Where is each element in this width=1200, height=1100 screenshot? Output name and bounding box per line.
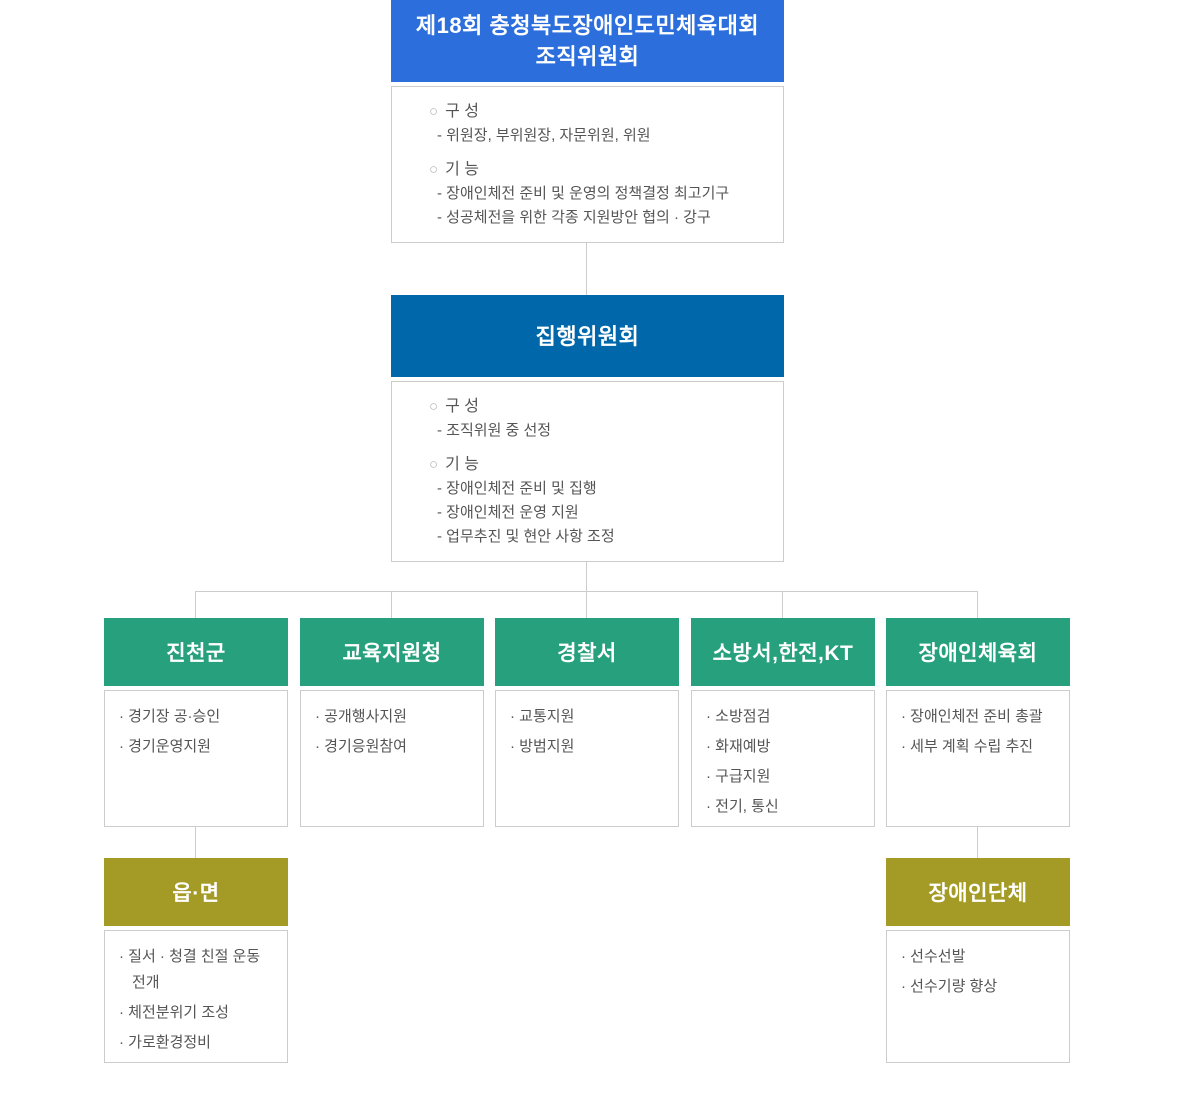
connector-branch5-to-sub [977,827,978,858]
branch-header-education-office: 교육지원청 [300,618,484,686]
section-heading-label: 기 능 [445,456,479,473]
branch-details-police-station: · 교통지원 · 방범지원 [495,690,679,827]
connector-exec-down [586,562,587,591]
section-item: - 장애인체전 운영 지원 [437,504,579,521]
composition-section: ○ 구 성 - 위원장, 부위원장, 자문위원, 위원 [392,100,783,148]
sub-branch-item: · 선수기량 향상 [901,978,998,995]
circle-bullet-icon: ○ [429,161,439,178]
function-section: ○ 기 능 - 장애인체전 준비 및 운영의 정책결정 최고기구 - 성공체전을 … [392,158,783,230]
org-committee-details: ○ 구 성 - 위원장, 부위원장, 자문위원, 위원 ○ 기 능 - 장애인체전 … [391,86,784,243]
sub-branch-details-eup-myeon: · 질서 · 청결 친절 운동 전개 · 체전분위기 조성 · 가로환경정비 [104,930,288,1063]
section-heading-label: 기 능 [445,161,479,178]
section-heading: ○ 구 성 [392,100,783,124]
sub-branch-details-disabled-organizations: · 선수선발 · 선수기량 향상 [886,930,1070,1063]
branch-item: · 교통지원 [510,708,575,725]
branch-item: · 세부 계획 수립 추진 [901,738,1034,755]
branch-item: · 장애인체전 준비 총괄 [901,708,1043,725]
org-committee-title-line2: 조직위원회 [535,44,640,69]
branch-title: 교육지원청 [342,642,442,665]
branch-details-education-office: · 공개행사지원 · 경기응원참여 [300,690,484,827]
branch-item: · 공개행사지원 [315,708,407,725]
branch-item: · 방범지원 [510,738,575,755]
composition-section: ○ 구 성 - 조직위원 중 선정 [392,395,783,443]
section-item: - 조직위원 중 선정 [437,422,552,439]
executive-committee-header: 집행위원회 [391,295,784,377]
branch-header-police-station: 경찰서 [495,618,679,686]
section-heading: ○ 기 능 [392,453,783,477]
branch-header-fire-kepco-kt: 소방서,한전,KT [691,618,875,686]
connector-drop-5 [977,591,978,618]
branch-item: · 소방점검 [706,708,771,725]
sub-branch-header-eup-myeon: 읍·면 [104,858,288,926]
sub-branch-item: · 선수선발 [901,948,966,965]
branch-title: 진천군 [166,642,226,665]
circle-bullet-icon: ○ [429,103,439,120]
connector-drop-1 [195,591,196,618]
sub-branch-item: · 질서 · 청결 친절 운동 전개 [119,948,261,991]
section-item: - 업무추진 및 현안 사항 조정 [437,528,615,545]
section-item: - 성공체전을 위한 각종 지원방안 협의 · 강구 [437,209,711,226]
branch-item: · 경기응원참여 [315,738,407,755]
branch-details-fire-kepco-kt: · 소방점검 · 화재예방 · 구급지원 · 전기, 통신 [691,690,875,827]
section-item: - 위원장, 부위원장, 자문위원, 위원 [437,127,651,144]
org-committee-title-line1: 제18회 충청북도장애인도민체육대회 [415,13,760,38]
section-heading: ○ 기 능 [392,158,783,182]
sub-branch-item: · 가로환경정비 [119,1034,211,1051]
branch-item: · 경기운영지원 [119,738,211,755]
circle-bullet-icon: ○ [429,398,439,415]
circle-bullet-icon: ○ [429,456,439,473]
branch-title: 장애인체육회 [918,642,1038,665]
connector-drop-4 [782,591,783,618]
function-section: ○ 기 능 - 장애인체전 준비 및 집행 - 장애인체전 운영 지원 - 업무추… [392,453,783,549]
branch-item: · 경기장 공·승인 [119,708,221,725]
section-item: - 장애인체전 준비 및 운영의 정책결정 최고기구 [437,185,730,202]
sub-branch-title: 읍·면 [172,882,220,905]
executive-committee-details: ○ 구 성 - 조직위원 중 선정 ○ 기 능 - 장애인체전 준비 및 집행 - … [391,381,784,562]
branch-title: 소방서,한전,KT [712,642,854,665]
connector-top-to-exec [586,243,587,295]
executive-committee-title: 집행위원회 [535,323,640,349]
section-item: - 장애인체전 준비 및 집행 [437,480,597,497]
branch-header-jincheon-county: 진천군 [104,618,288,686]
sub-branch-title: 장애인단체 [928,882,1028,905]
connector-drop-3 [586,591,587,618]
branch-item: · 구급지원 [706,768,771,785]
branch-title: 경찰서 [557,642,617,665]
sub-branch-header-disabled-organizations: 장애인단체 [886,858,1070,926]
connector-drop-2 [391,591,392,618]
sub-branch-item: · 체전분위기 조성 [119,1004,229,1021]
branch-item: · 화재예방 [706,738,771,755]
branch-details-disabled-sports-council: · 장애인체전 준비 총괄 · 세부 계획 수립 추진 [886,690,1070,827]
branch-details-jincheon-county: · 경기장 공·승인 · 경기운영지원 [104,690,288,827]
branch-header-disabled-sports-council: 장애인체육회 [886,618,1070,686]
section-heading: ○ 구 성 [392,395,783,419]
branch-item: · 전기, 통신 [706,798,779,815]
connector-branch1-to-sub [195,827,196,858]
org-committee-header: 제18회 충청북도장애인도민체육대회 조직위원회 [391,0,784,82]
section-heading-label: 구 성 [445,103,479,120]
section-heading-label: 구 성 [445,398,479,415]
